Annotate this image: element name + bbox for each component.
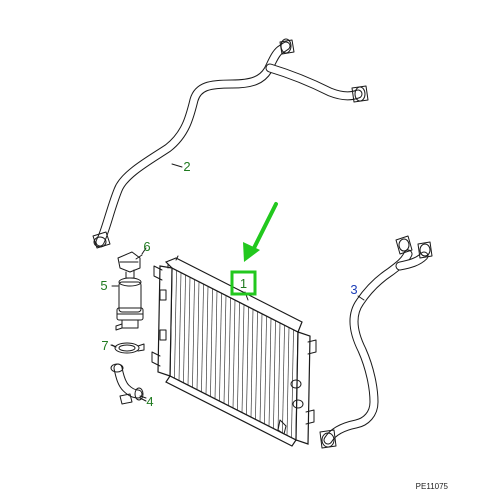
lower-hose-part bbox=[319, 235, 433, 449]
radiator-fin bbox=[223, 295, 227, 404]
thermostat-housing-part bbox=[112, 277, 144, 331]
radiator-fin bbox=[277, 322, 281, 431]
callout-3-label: 3 bbox=[350, 282, 357, 297]
callout-1-highlight-box bbox=[230, 270, 257, 296]
radiator-fin bbox=[250, 309, 254, 418]
radiator-fin bbox=[196, 281, 200, 390]
radiator-fin bbox=[273, 320, 276, 429]
radiator-fin bbox=[228, 297, 231, 406]
radiator-fin bbox=[219, 293, 222, 402]
radiator-fin bbox=[187, 277, 191, 386]
radiator-fin bbox=[286, 327, 290, 436]
highlight-arrow-shaft bbox=[250, 202, 278, 254]
callout-5-label: 5 bbox=[100, 278, 107, 293]
radiator-fin bbox=[237, 302, 240, 411]
upper-hose-part bbox=[92, 38, 369, 249]
radiator-fin bbox=[232, 299, 236, 409]
reference-code: PE11075 bbox=[416, 482, 449, 491]
radiator-fin bbox=[174, 270, 177, 379]
mounting-bracket-part bbox=[117, 251, 143, 279]
radiator-fin bbox=[241, 304, 245, 413]
radiator-fin bbox=[259, 313, 263, 422]
radiator-fin bbox=[255, 311, 258, 420]
radiator-fin bbox=[205, 286, 209, 395]
radiator-fin bbox=[183, 274, 186, 383]
radiator-fin bbox=[201, 283, 204, 393]
callout-7-label: 7 bbox=[101, 338, 108, 353]
radiator-fin bbox=[178, 272, 182, 381]
radiator-fins bbox=[174, 270, 294, 438]
radiator-fin bbox=[264, 315, 267, 425]
radiator-fin bbox=[268, 318, 272, 427]
radiator-fin bbox=[282, 325, 285, 434]
elbow-hose-part bbox=[110, 363, 147, 405]
callout-2-label: 2 bbox=[183, 159, 190, 174]
callout-4-label: 4 bbox=[146, 394, 153, 409]
radiator-part bbox=[151, 255, 317, 447]
callout-1-label: 1 bbox=[240, 276, 247, 291]
callout-6-label: 6 bbox=[143, 239, 150, 254]
highlight-arrow-head bbox=[243, 242, 260, 262]
radiator-fin bbox=[246, 306, 249, 415]
radiator-fin bbox=[214, 290, 218, 399]
radiator-fin bbox=[192, 279, 195, 388]
radiator-fin bbox=[291, 329, 294, 438]
radiator-fin bbox=[210, 288, 213, 397]
hose-clamp-part bbox=[110, 342, 145, 354]
highlight-arrow bbox=[243, 202, 278, 262]
